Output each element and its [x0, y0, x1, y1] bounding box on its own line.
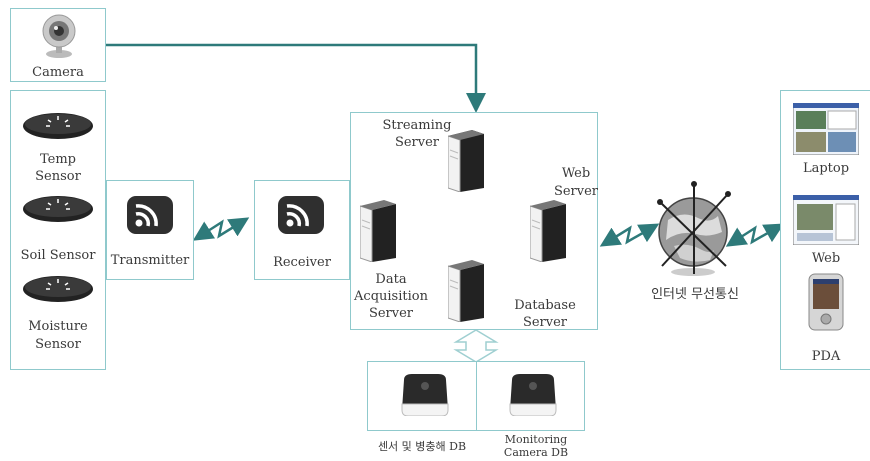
db-divider: [476, 362, 477, 430]
camera-label: Camera: [32, 65, 84, 80]
streaming-server-label-1: Streaming: [382, 118, 452, 133]
internet-label: 인터넷 무선통신: [651, 287, 739, 302]
data-acquisition-server-icon: [360, 200, 396, 262]
soil-sensor-icon: [23, 196, 93, 222]
internet-globe-icon: [657, 181, 731, 276]
clients-box: Laptop Web PDA: [780, 90, 870, 370]
pda-icon: [808, 273, 844, 331]
sensors-box: Temp Sensor Soil Sensor Moisture Sensor: [10, 90, 106, 370]
transmitter-box: Transmitter: [106, 180, 194, 280]
receiver-label: Receiver: [273, 255, 331, 270]
rss-transmitter-icon: [127, 196, 173, 234]
rss-receiver-icon: [278, 196, 324, 234]
webcam-icon: [42, 14, 76, 58]
camera-box: Camera: [10, 8, 106, 82]
data-acquisition-label-3: Server: [368, 306, 414, 321]
data-acquisition-label-2: Acquisition: [354, 289, 428, 304]
web-server-icon: [530, 200, 566, 262]
transmitter-label: Transmitter: [110, 253, 190, 268]
soil-sensor-label: Soil Sensor: [20, 248, 96, 263]
moisture-sensor-label-1: Moisture: [28, 319, 88, 334]
moisture-sensor-icon: [23, 276, 93, 302]
wireless-link-tr: [192, 217, 250, 241]
sensor-db-label: 센서 및 병충해 DB: [377, 440, 467, 453]
db-box: [367, 361, 585, 431]
database-server-label-1: Database: [514, 298, 576, 313]
camera-link: [106, 43, 486, 113]
web-server-label-2: Server: [553, 184, 599, 199]
database-server-icon: [448, 260, 484, 322]
temp-sensor-label-2: Sensor: [35, 169, 81, 184]
database-server-label-2: Server: [522, 315, 568, 330]
temp-sensor-icon: [23, 113, 93, 139]
camera-db-label-2: Camera DB: [503, 446, 569, 459]
laptop-label: Laptop: [802, 161, 850, 176]
moisture-sensor-label-2: Sensor: [35, 337, 81, 352]
streaming-server-label-2: Server: [394, 135, 440, 150]
wireless-link-clients: [725, 223, 785, 247]
pda-label: PDA: [811, 349, 841, 364]
receiver-box: Receiver: [254, 180, 350, 280]
web-client-label: Web: [811, 251, 841, 266]
db-link-arrow: [453, 329, 499, 363]
data-acquisition-label-1: Data: [375, 272, 407, 287]
camera-db-disk-icon: [509, 374, 557, 416]
web-screenshot-icon: [793, 195, 859, 245]
sensor-db-disk-icon: [401, 374, 449, 416]
camera-db-label-1: Monitoring: [504, 433, 568, 446]
web-server-label-1: Web: [561, 166, 591, 181]
wireless-link-internet: [599, 223, 660, 247]
streaming-server-icon: [448, 130, 484, 192]
laptop-screenshot-icon: [793, 103, 859, 155]
temp-sensor-label-1: Temp: [39, 152, 76, 167]
